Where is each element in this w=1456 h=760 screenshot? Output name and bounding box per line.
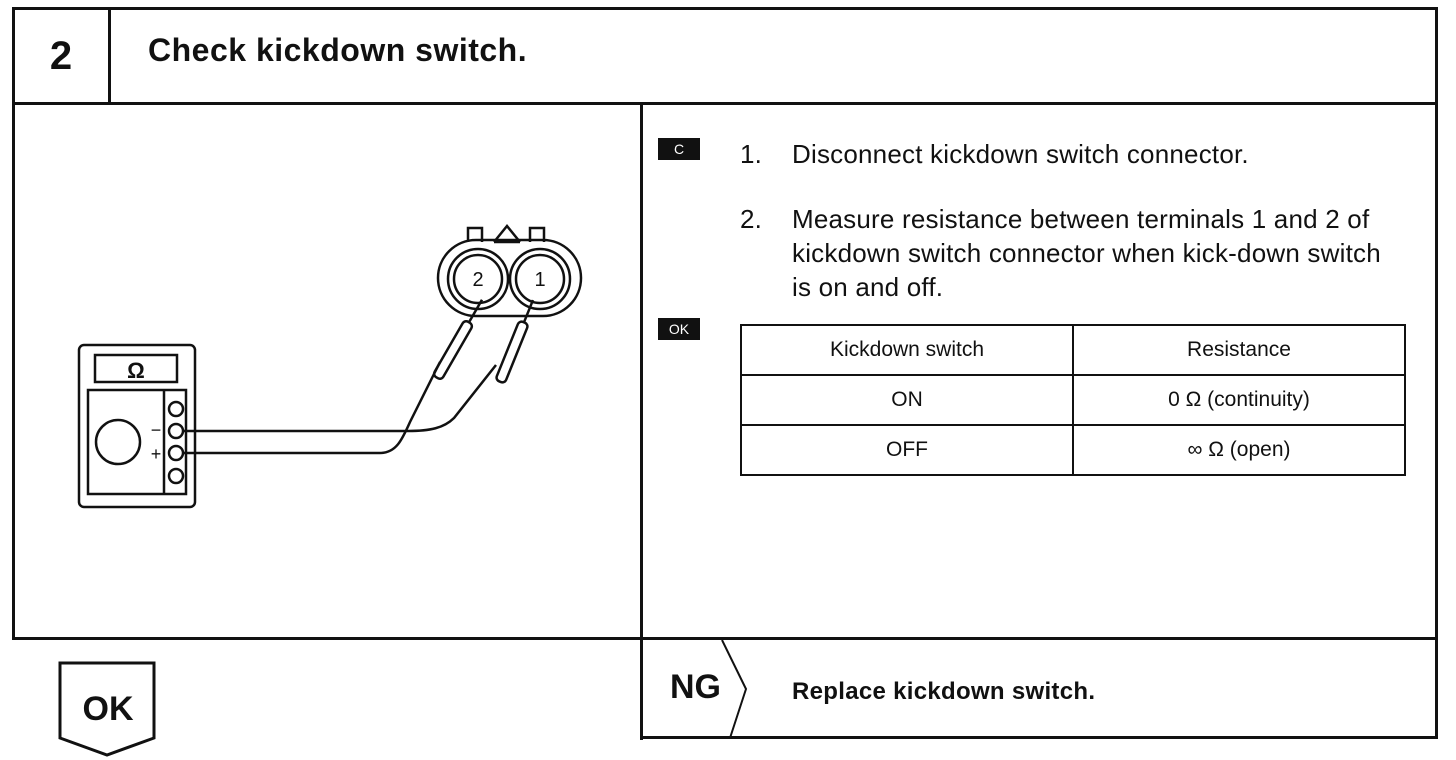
table-row: OFF ∞ Ω (open) — [740, 424, 1406, 476]
panel-divider — [640, 104, 643, 740]
meter-jack-minus — [167, 422, 185, 440]
frame-right — [1435, 7, 1438, 739]
plus-lead — [183, 361, 442, 455]
ng-label: NG — [670, 668, 721, 706]
table-cell: ON — [740, 374, 1074, 426]
meter-jack-1 — [167, 400, 185, 418]
instruction-2-text: Measure resistance between terminals 1 a… — [792, 204, 1381, 302]
ok-arrow-box-icon — [58, 661, 156, 757]
table-row: ON 0 Ω (continuity) — [740, 374, 1406, 426]
meter-jack-4 — [167, 467, 185, 485]
table-header: Kickdown switch — [740, 324, 1074, 376]
meter-dial-icon — [94, 418, 142, 466]
instruction-1: 1. Disconnect kickdown switch connector. — [740, 137, 1412, 171]
header-divider — [12, 102, 1437, 105]
meter-ohm-symbol: Ω — [127, 358, 145, 383]
probe-1-icon — [495, 299, 535, 384]
instruction-1-text: Disconnect kickdown switch connector. — [792, 139, 1249, 169]
frame-left — [12, 7, 15, 640]
table-cell: OFF — [740, 424, 1074, 476]
connector-icon — [436, 238, 583, 318]
meter-minus-label: − — [151, 420, 162, 440]
step-num-divider — [108, 7, 111, 104]
ng-chevron-icon — [721, 640, 748, 738]
minus-lead — [183, 364, 497, 433]
meter-plus-label: + — [151, 444, 162, 464]
terminal-1-label: 1 — [534, 269, 545, 291]
instruction-2: 2. Measure resistance between terminals … — [740, 202, 1412, 306]
multimeter-icon — [77, 343, 197, 509]
instruction-1-number: 1. — [740, 139, 763, 169]
probe-2-icon — [432, 299, 484, 380]
table-header: Resistance — [1072, 324, 1406, 376]
step-number: 2 — [49, 33, 73, 78]
ok-label: OK — [82, 690, 134, 728]
tag-c: C — [658, 138, 700, 160]
multimeter-connector-illustration: Ω − + 2 1 — [77, 224, 583, 509]
body-bottom-line — [12, 637, 1437, 640]
tag-ok: OK — [658, 318, 700, 340]
table-cell: 0 Ω (continuity) — [1072, 374, 1406, 426]
table-header-row: Kickdown switch Resistance — [740, 324, 1406, 376]
terminal-2-label: 2 — [472, 269, 483, 291]
frame-top — [12, 7, 1437, 10]
ng-action-text: Replace kickdown switch. — [792, 678, 1096, 705]
step-title: Check kickdown switch. — [148, 32, 528, 68]
ng-bottom-line — [640, 736, 1438, 739]
meter-jack-plus — [167, 444, 185, 462]
resistance-table: Kickdown switch Resistance ON 0 Ω (conti… — [740, 324, 1406, 476]
instruction-2-number: 2. — [740, 204, 763, 234]
table-cell: ∞ Ω (open) — [1072, 424, 1406, 476]
